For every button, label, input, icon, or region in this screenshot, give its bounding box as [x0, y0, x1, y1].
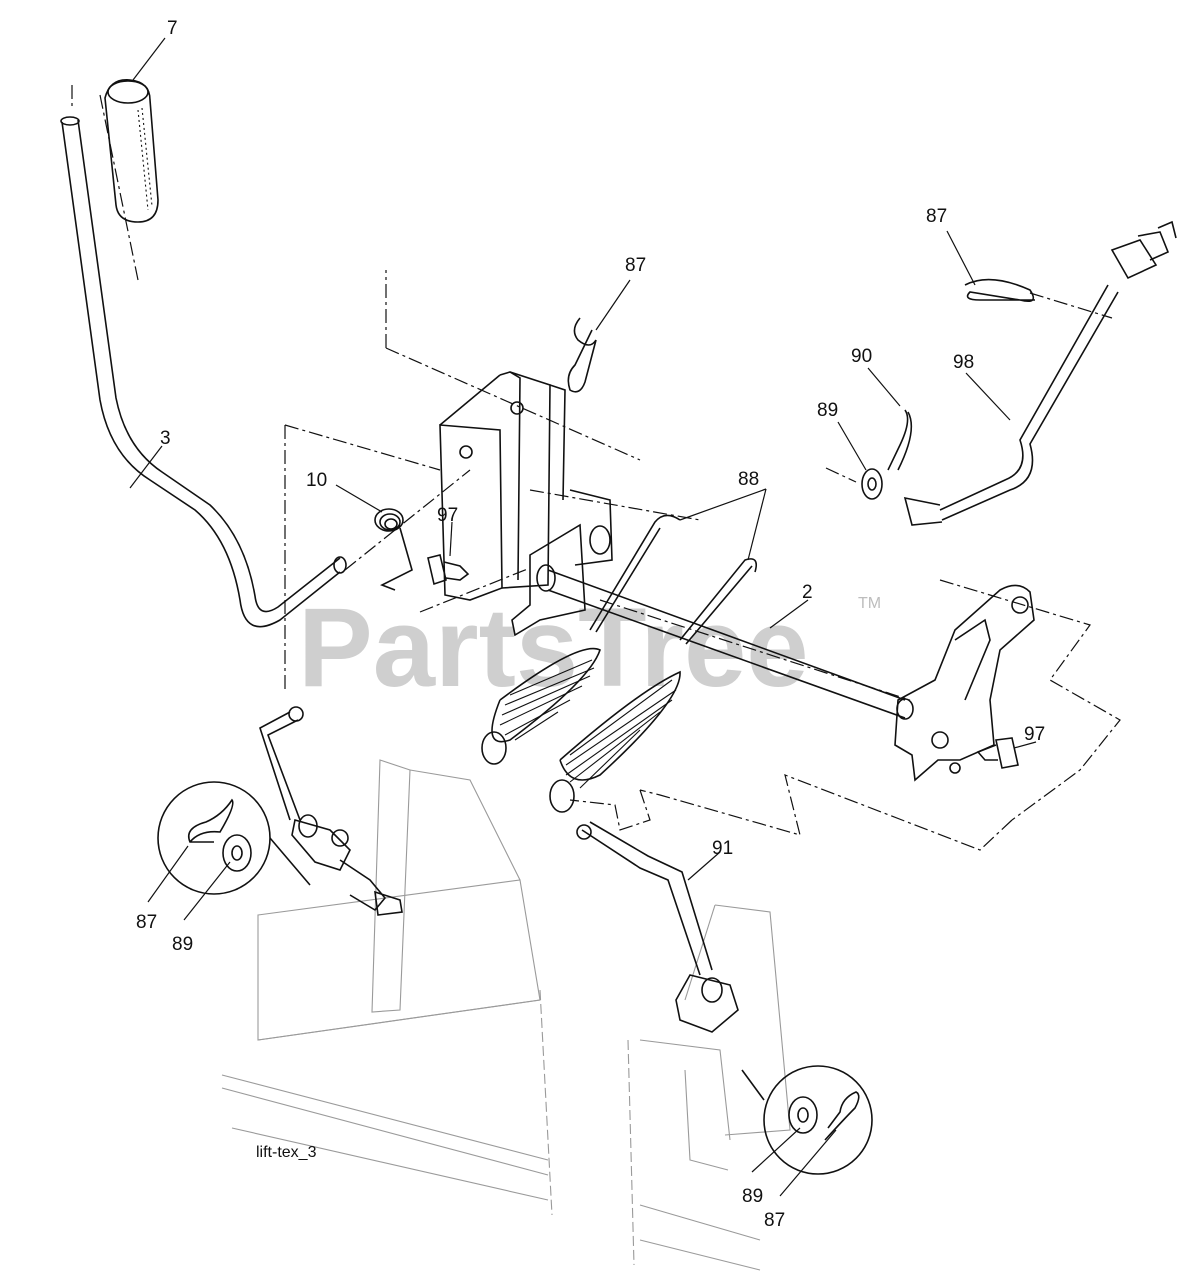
- watermark-brand: PartsTree: [298, 585, 809, 710]
- callout-97-right[interactable]: 97: [1024, 724, 1045, 745]
- lift-lever: [60, 116, 347, 628]
- torsion-spring: [374, 508, 413, 591]
- callout-87-left-detail[interactable]: 87: [136, 912, 157, 933]
- callout-10[interactable]: 10: [306, 470, 327, 491]
- lift-link-lower-right: [576, 821, 739, 1033]
- mower-body-outline: [221, 759, 791, 1271]
- explode-lines: [71, 85, 1121, 851]
- callout-7[interactable]: 7: [167, 18, 178, 39]
- cotter-pin: [887, 409, 913, 471]
- lift-arm-right: [894, 584, 1035, 782]
- lift-link-left: [259, 706, 403, 916]
- detail-circle-right: [741, 1065, 873, 1175]
- lift-link-rod: [903, 220, 1177, 526]
- callout-98[interactable]: 98: [953, 352, 974, 373]
- extension-spring-left: [481, 647, 601, 765]
- washer-right: [861, 468, 883, 500]
- callout-3[interactable]: 3: [160, 428, 171, 449]
- callout-89-right[interactable]: 89: [817, 400, 838, 421]
- callout-87-right[interactable]: 87: [926, 206, 947, 227]
- shoulder-bolt-left: [427, 554, 470, 586]
- callout-88[interactable]: 88: [738, 469, 759, 490]
- extension-spring-right: [549, 670, 681, 813]
- callout-97-left[interactable]: 97: [437, 505, 458, 526]
- grip-handle: [104, 79, 159, 223]
- callout-90[interactable]: 90: [851, 346, 872, 367]
- shoulder-bolt-right: [976, 737, 1019, 769]
- hairpin-cotter-right: [964, 278, 1035, 303]
- callout-89-right-detail[interactable]: 89: [742, 1186, 763, 1207]
- lift-bracket: [439, 371, 613, 637]
- callout-89-left-detail[interactable]: 89: [172, 934, 193, 955]
- leader-lines: [129, 37, 1037, 1197]
- watermark-trademark: TM: [858, 595, 881, 612]
- detail-circle-left: [157, 781, 311, 895]
- spring-link-rods: [589, 514, 758, 645]
- callout-87-right-detail[interactable]: 87: [764, 1210, 785, 1231]
- callout-87-upper[interactable]: 87: [625, 255, 646, 276]
- part-callouts: 7 3 10 97 87 88 2 87 90 98 89 97 91 87 8…: [136, 18, 1045, 1231]
- hairpin-cotter-upper: [567, 317, 597, 393]
- callout-2[interactable]: 2: [802, 582, 813, 603]
- figure-id: lift-tex_3: [256, 1144, 317, 1161]
- callout-91[interactable]: 91: [712, 838, 733, 859]
